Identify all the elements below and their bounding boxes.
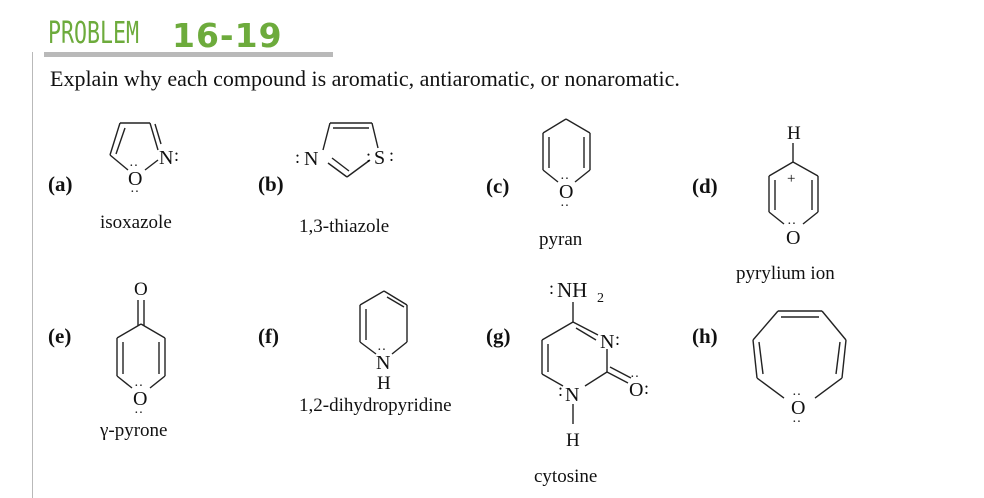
atom-n: N	[304, 148, 318, 170]
lone-pair: :	[389, 145, 394, 165]
lone-pair: ··	[129, 159, 138, 174]
lone-pair: ··	[134, 406, 143, 421]
lone-pair: :	[295, 147, 300, 167]
label-c: (c)	[486, 174, 510, 198]
atom-o: O	[786, 227, 800, 249]
lone-pair: :	[549, 278, 554, 298]
atom-n: N	[600, 331, 614, 353]
lone-pair: :	[366, 146, 371, 166]
atom-o: O	[128, 168, 142, 190]
atom-h: H	[566, 430, 580, 451]
lone-pair: ··	[792, 415, 801, 430]
label-e: (e)	[48, 324, 72, 348]
header-underline	[44, 52, 333, 57]
label-d: (d)	[692, 174, 718, 198]
lone-pair: :	[615, 329, 620, 349]
structure-dihydropyridine: N ·· H	[359, 290, 408, 394]
name-gamma-pyrone: γ-pyrone	[100, 420, 168, 441]
problem-number: 16-19	[172, 16, 283, 55]
atom-h: H	[377, 373, 391, 394]
lone-pair: ··	[630, 370, 639, 385]
lone-pair: :	[644, 378, 649, 398]
atom-o: O	[134, 279, 148, 300]
label-a: (a)	[48, 172, 73, 196]
lone-pair: :	[558, 380, 563, 400]
atom-n: N	[159, 147, 173, 169]
atom-s: S	[374, 147, 385, 169]
lone-pair: ··	[792, 388, 801, 403]
atom-h: H	[787, 123, 801, 144]
lone-pair: ··	[787, 217, 796, 232]
label-g: (g)	[486, 324, 511, 348]
lone-pair: ··	[560, 199, 569, 214]
name-dihydropyridine: 1,2-dihydropyridine	[299, 395, 452, 416]
lone-pair: ··	[560, 172, 569, 187]
name-isoxazole: isoxazole	[100, 212, 172, 233]
problem-word: PROBLEM	[48, 16, 140, 51]
structure-cytosine: : NH 2 N : N : O ·· : H	[541, 278, 649, 451]
name-cytosine: cytosine	[534, 466, 598, 487]
structure-isoxazole: N : O ·· ··	[109, 122, 179, 200]
structure-pyran: O ·· ··	[542, 118, 591, 214]
label-h: (h)	[692, 324, 718, 348]
lone-pair: :	[174, 145, 179, 165]
structure-pyrylium: H + O ··	[768, 123, 819, 249]
structure-gamma-pyrone: O O ·· ··	[116, 279, 166, 421]
subscript-2: 2	[597, 291, 604, 306]
structure-oxepin: O ·· ··	[752, 310, 847, 430]
instruction-text: Explain why each compound is aromatic, a…	[50, 66, 680, 91]
lone-pair: ··	[130, 185, 139, 200]
charge-plus: +	[787, 171, 795, 187]
label-b: (b)	[258, 172, 284, 196]
atom-o: O	[629, 379, 643, 401]
atom-o: O	[133, 388, 147, 410]
atom-o: O	[791, 397, 805, 419]
structure-thiazole: : N : S :	[295, 122, 394, 178]
name-pyrylium: pyrylium ion	[736, 263, 835, 284]
atom-nh: NH	[557, 278, 587, 302]
lone-pair: ··	[134, 379, 143, 394]
atom-o: O	[559, 181, 573, 203]
lone-pair: ··	[377, 343, 386, 358]
atom-n: N	[565, 384, 579, 406]
atom-n: N	[376, 352, 390, 374]
label-f: (f)	[258, 324, 279, 348]
name-thiazole: 1,3-thiazole	[299, 216, 390, 237]
name-pyran: pyran	[539, 229, 583, 250]
left-margin-rule	[32, 52, 33, 498]
